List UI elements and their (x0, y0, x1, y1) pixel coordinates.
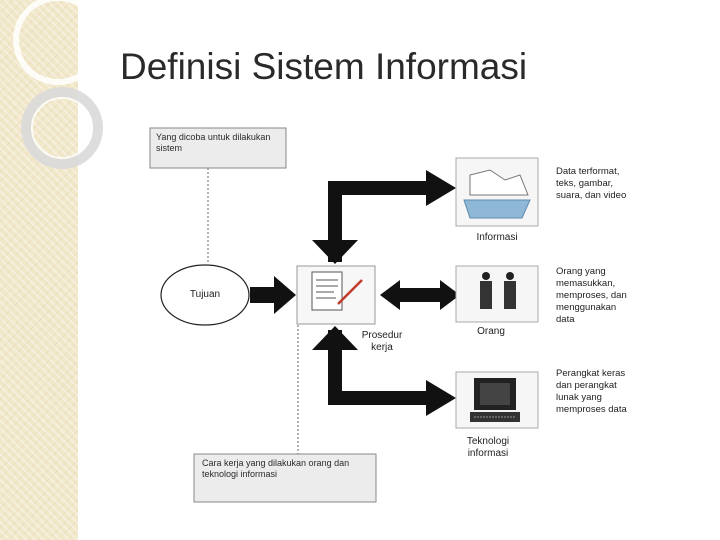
arrow-tujuan-to-prosedur (250, 276, 296, 314)
orang-caption: Orang (477, 326, 505, 337)
teknologi-description: Perangkat keras dan perangkat lunak yang… (556, 368, 627, 415)
tujuan-ellipse (160, 264, 250, 326)
prosedur-label: Prosedur kerja (361, 330, 403, 353)
arrow-to-informasi (426, 170, 456, 206)
decorative-circles (13, 0, 103, 169)
arrow-prosedur-orang (380, 280, 460, 310)
top-box-text: Yang dicoba untuk dilakukan sistem (156, 132, 271, 153)
people-icon (455, 265, 539, 323)
slide-title: Definisi Sistem Informasi (120, 46, 528, 87)
tujuan-label: Tujuan (189, 289, 221, 300)
informasi-caption: Informasi (476, 232, 518, 243)
teknologi-caption: Teknologi informasi (466, 436, 510, 459)
informasi-description: Data terformat, teks, gambar, suara, dan… (556, 166, 627, 201)
top-box (149, 127, 287, 169)
bottom-box (193, 453, 377, 503)
orang-description: Orang yang memasukkan, memproses, dan me… (556, 266, 627, 325)
bottom-box-text: Cara kerja yang dilakukan orang dan tekn… (202, 458, 350, 479)
arrow-to-teknologi (426, 380, 456, 416)
